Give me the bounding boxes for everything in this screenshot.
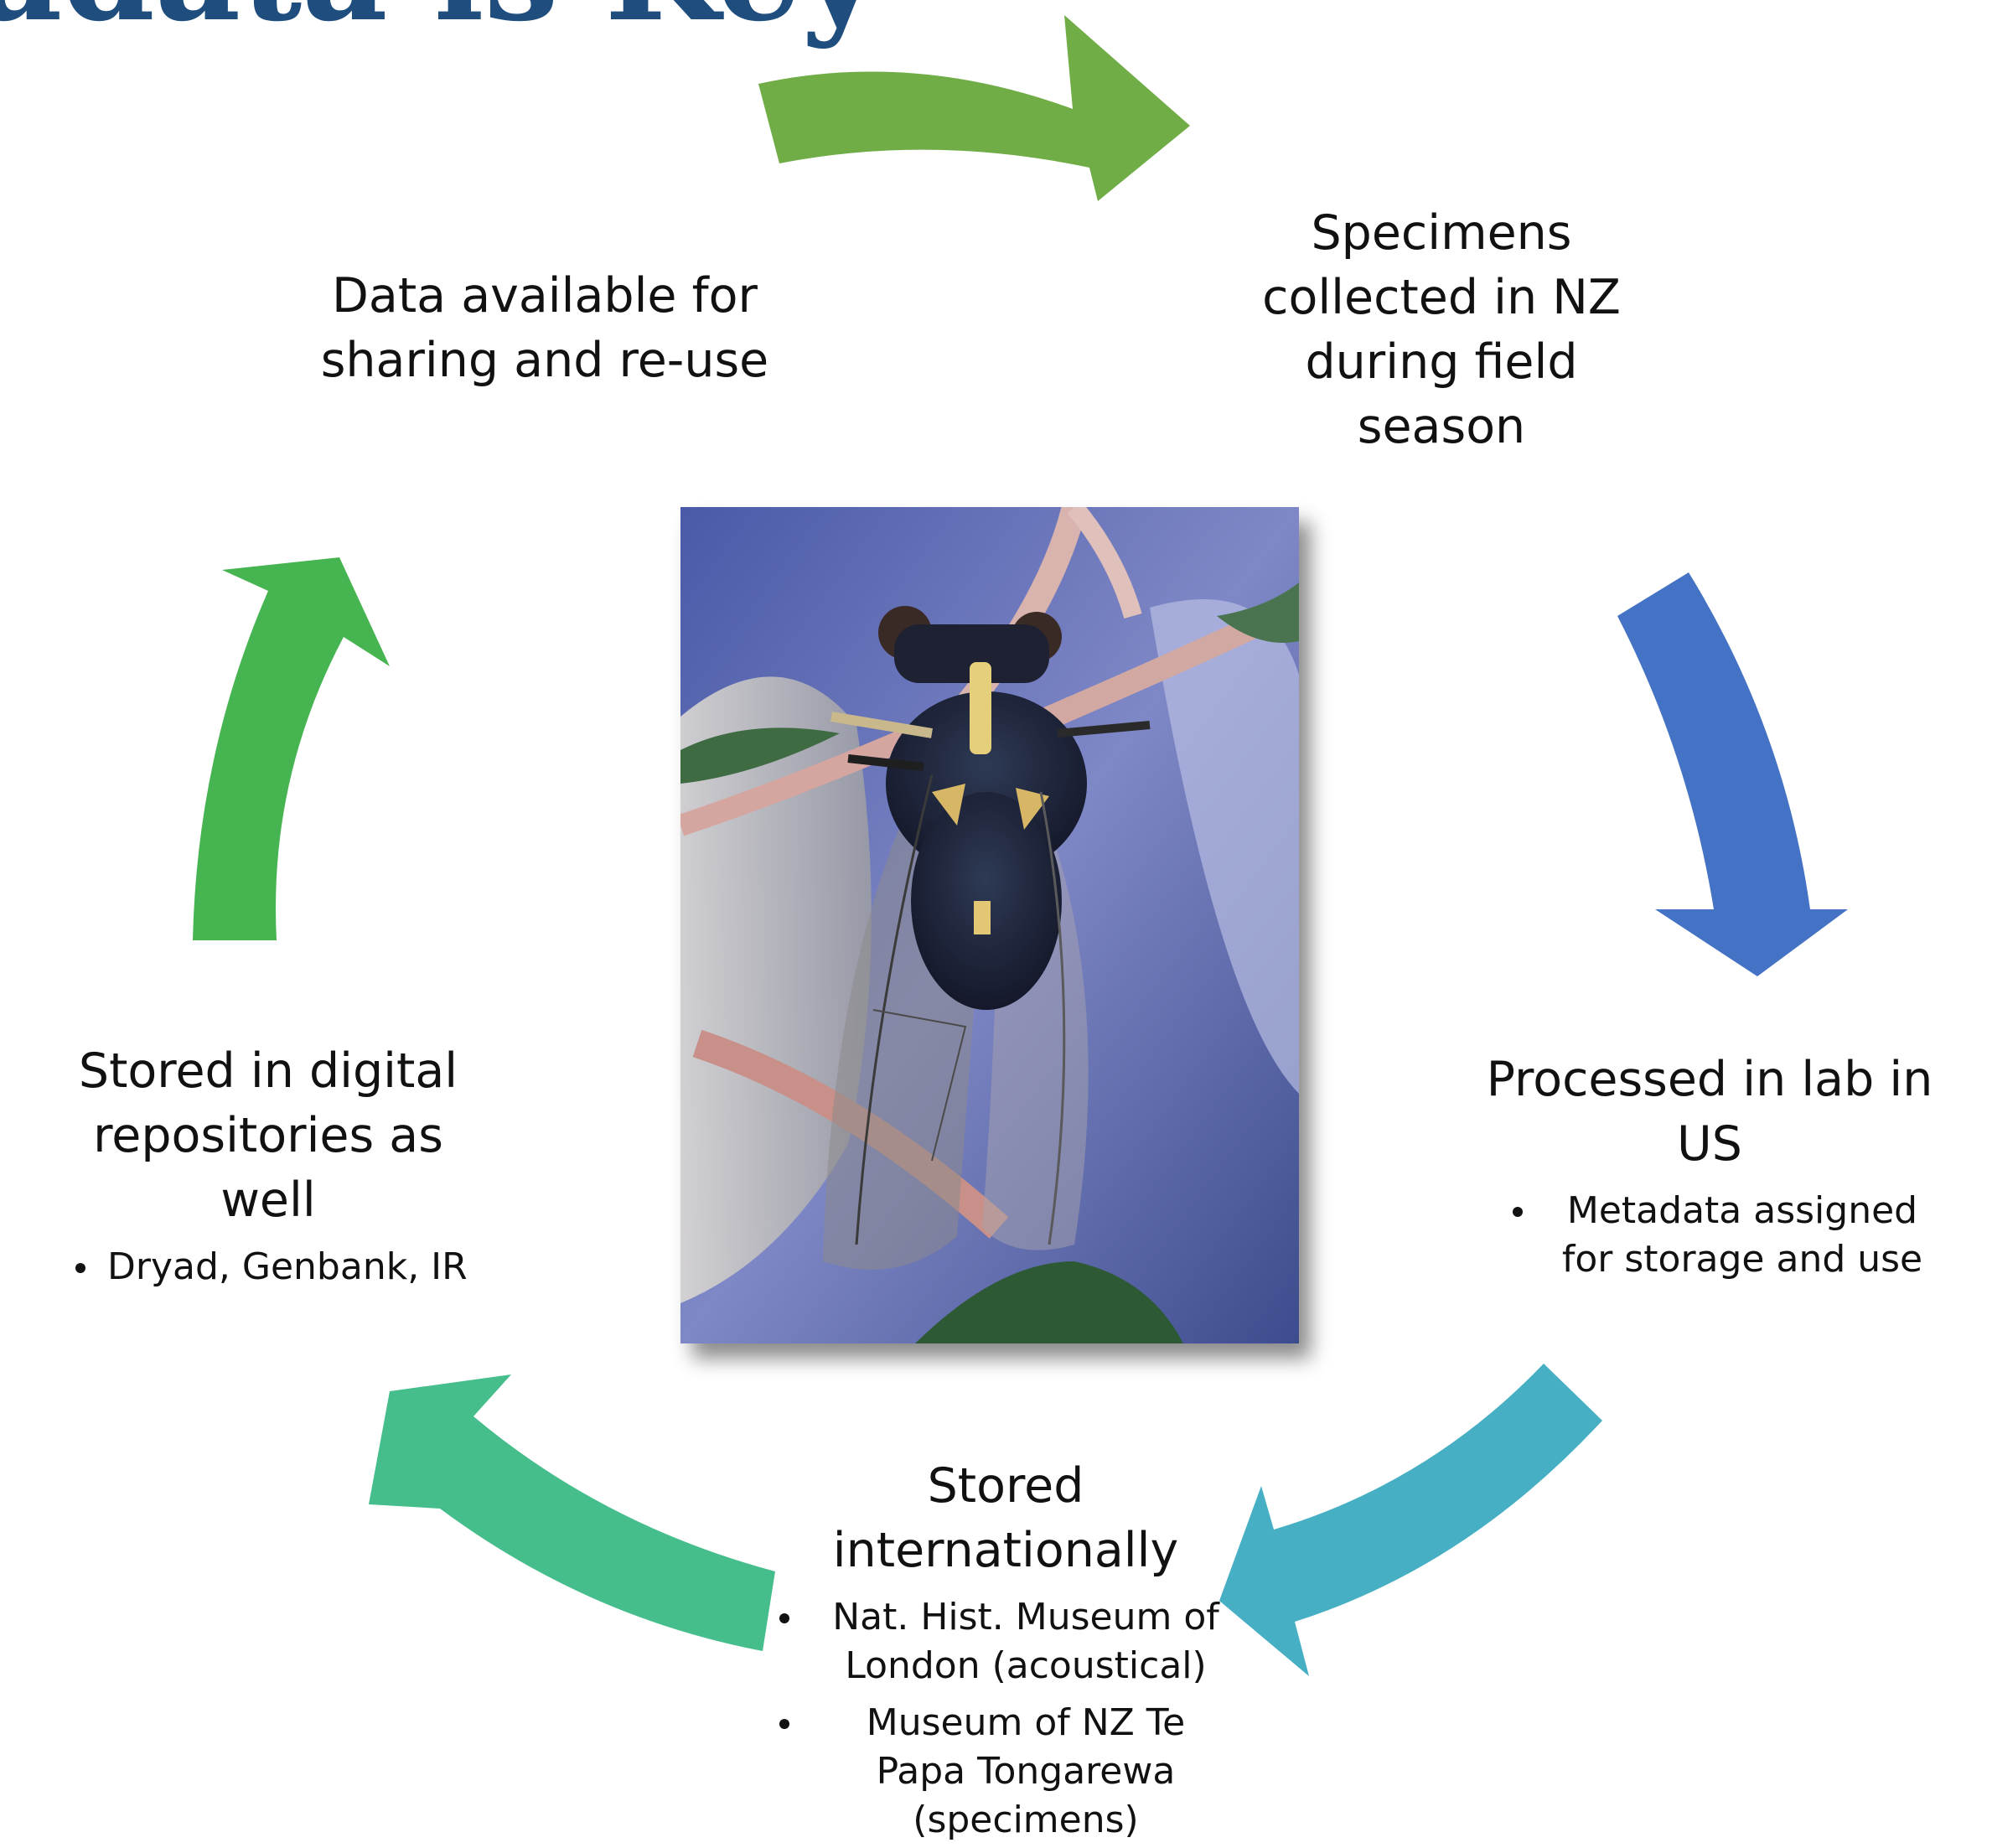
slide-title: adata is Key [0,0,878,40]
arrow-bottom-right [1219,1364,1602,1676]
detail-line: Papa Tongarewa [876,1750,1176,1793]
bullet-icon [779,1719,789,1729]
bullet-icon [779,1613,789,1623]
detail-line: Metadata assigned [1566,1189,1918,1232]
stage-title-line: season [1357,399,1526,454]
stage-title-line: internationally [832,1523,1179,1578]
detail-list: Metadata assigned for storage and use [1504,1187,1940,1284]
stage-data-available: Data available for sharing and re-use [285,264,805,393]
detail-item: Nat. Hist. Museum of London (acoustical) [771,1593,1240,1690]
arrow-bottom-left [369,1374,775,1651]
arrow-left [193,557,390,940]
detail-item: Dryad, Genbank, IR [67,1243,503,1292]
stage-title-line: Stored in digital [78,1043,458,1099]
stage-title-line: Specimens [1311,205,1572,261]
arrow-top [758,15,1190,201]
stage-title: Data available for sharing and re-use [285,264,805,393]
stage-title-line: sharing and re-use [320,333,769,388]
stage-title: Processed in lab in US [1446,1048,1974,1177]
stage-title-line: well [220,1172,316,1228]
detail-list: Nat. Hist. Museum of London (acoustical)… [771,1593,1240,1845]
stage-title-line: Data available for [332,268,758,324]
stage-title-line: during field [1305,334,1578,390]
detail-line: for storage and use [1561,1238,1923,1281]
stage-title: Stored internationally [771,1454,1240,1583]
bullet-icon [1513,1207,1523,1217]
stage-title-line: US [1677,1116,1742,1172]
detail-line: Dryad, Genbank, IR [107,1245,468,1288]
detail-line: Nat. Hist. Museum of [832,1596,1219,1638]
stage-stored-digital: Stored in digital repositories as well D… [25,1039,511,1292]
detail-line: Museum of NZ Te [866,1701,1186,1744]
detail-item: Museum of NZ Te Papa Tongarewa (specimen… [771,1699,1240,1845]
cicada-photo [680,507,1299,1343]
stage-specimens-collected: Specimens collected in NZ during field s… [1207,201,1676,459]
stage-title: Stored in digital repositories as well [25,1039,511,1233]
stage-title-line: collected in NZ [1262,270,1621,325]
detail-item: Metadata assigned for storage and use [1504,1187,1940,1284]
stage-processed-in-lab: Processed in lab in US Metadata assigned… [1446,1048,1974,1284]
bullet-icon [75,1263,85,1273]
stage-title-line: Stored [927,1458,1084,1514]
stage-title-line: repositories as [93,1108,443,1163]
detail-list: Dryad, Genbank, IR [67,1243,503,1292]
detail-line: London (acoustical) [845,1644,1207,1687]
stage-stored-internationally: Stored internationally Nat. Hist. Museum… [771,1454,1240,1845]
cicada-illustration [680,507,1299,1343]
arrow-right [1617,572,1848,976]
detail-line: (specimens) [913,1799,1139,1841]
stage-title: Specimens collected in NZ during field s… [1207,201,1676,459]
stage-title-line: Processed in lab in [1486,1052,1933,1107]
